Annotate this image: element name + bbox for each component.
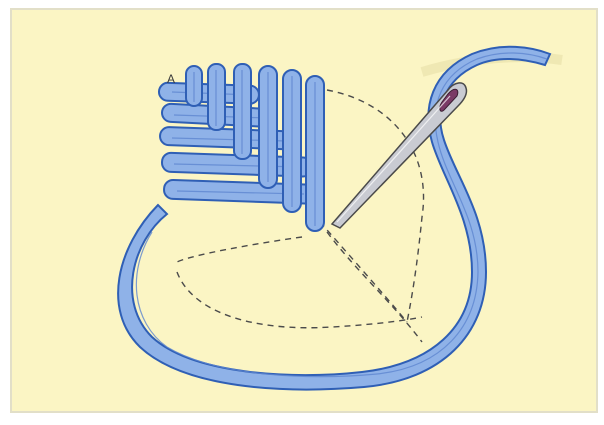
- figure-label: A: [167, 72, 175, 86]
- embroidery-stitch-illustration: .thread { fill:#8fb2e8; stroke:#2f5fb5; …: [12, 10, 598, 413]
- illustration-panel: .thread { fill:#8fb2e8; stroke:#2f5fb5; …: [10, 8, 598, 413]
